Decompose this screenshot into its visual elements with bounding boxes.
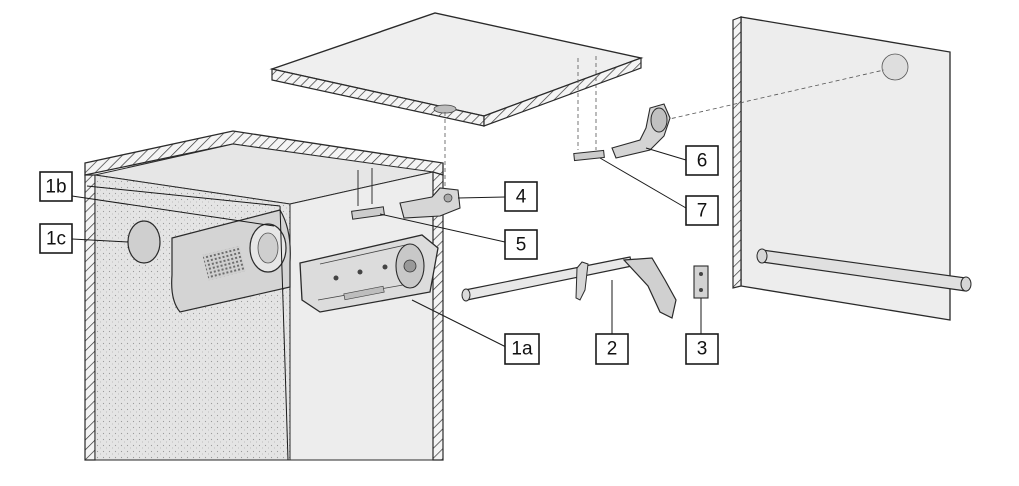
cover-plate <box>127 220 161 264</box>
callout-2: 2 <box>595 333 629 365</box>
door-bore-hole <box>881 53 909 81</box>
cabinet-hinge <box>399 187 461 219</box>
door-front-panel <box>732 16 951 321</box>
callout-1a-label: 1a <box>511 339 533 360</box>
callout-1a: 1a <box>504 333 540 365</box>
leader-lines <box>71 147 702 461</box>
cabinet-mounting-plate <box>351 168 385 220</box>
callout-1c-label: 1c <box>46 229 66 250</box>
top-panel <box>269 12 644 127</box>
lift-mechanism <box>299 234 439 313</box>
hinge-bore-hole <box>433 104 457 114</box>
door-hinge <box>611 103 671 159</box>
door-mounting-plate <box>573 149 605 162</box>
callout-3-label: 3 <box>697 339 708 360</box>
callout-3: 3 <box>685 333 719 365</box>
callout-4-label: 4 <box>516 187 527 208</box>
callout-1c: 1c <box>39 223 73 254</box>
callout-5-label: 5 <box>516 235 527 256</box>
callout-1b: 1b <box>39 171 73 202</box>
callout-4: 4 <box>504 181 538 212</box>
callout-7: 7 <box>685 195 719 226</box>
lift-arm <box>461 256 677 319</box>
callout-5: 5 <box>504 229 538 260</box>
callout-1b-label: 1b <box>45 177 66 198</box>
callout-7-label: 7 <box>697 201 708 222</box>
cover-housing <box>171 209 291 313</box>
callout-6: 6 <box>685 145 719 176</box>
front-bracket <box>693 265 709 299</box>
callout-2-label: 2 <box>607 339 618 360</box>
callout-6-label: 6 <box>697 151 708 172</box>
door-handle-rail <box>756 248 972 292</box>
